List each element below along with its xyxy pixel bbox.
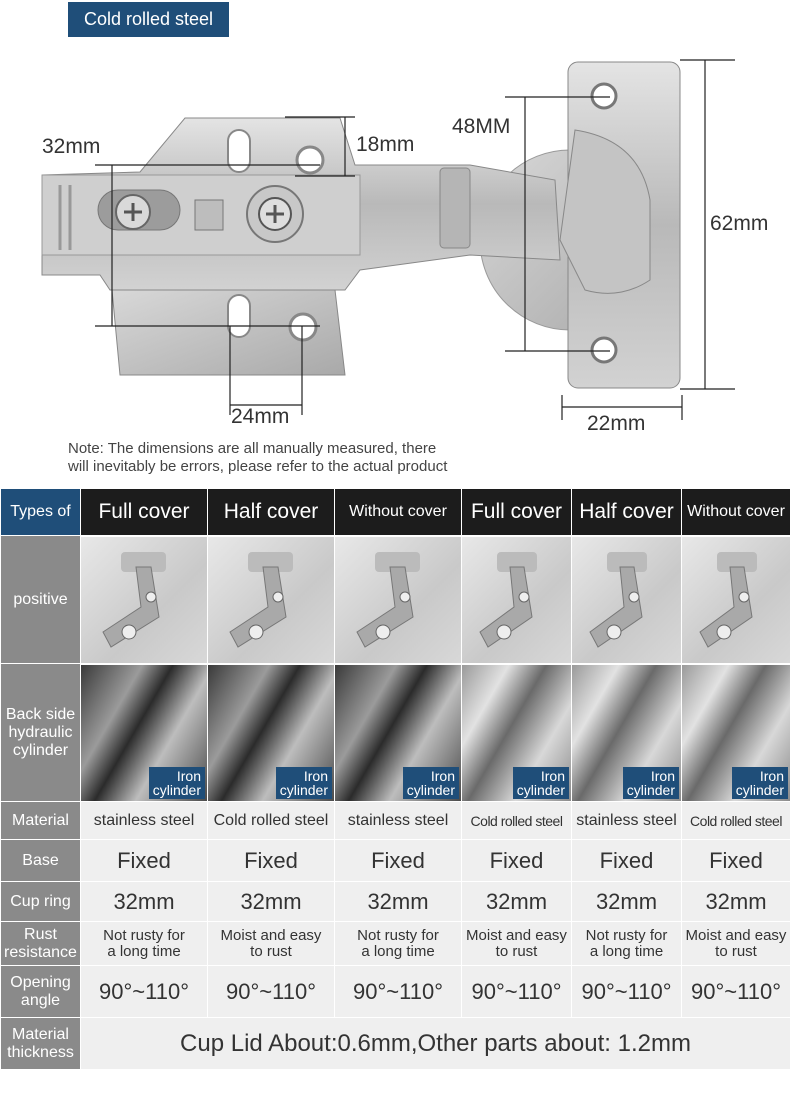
table-row-positive: positive bbox=[0, 535, 790, 664]
note-line-1: Note: The dimensions are all manually me… bbox=[68, 440, 437, 457]
angle-cell: 90°~110° bbox=[80, 965, 208, 1018]
hinge-front-photo bbox=[334, 535, 462, 664]
dim-plate-width: 22mm bbox=[587, 412, 646, 435]
column-header: Without cover bbox=[681, 488, 790, 536]
cup-ring-cell: 32mm bbox=[334, 881, 462, 922]
row-label-line: Material bbox=[12, 1025, 69, 1043]
row-label-rust: Rust resistance bbox=[0, 921, 81, 966]
material-cell: stainless steel bbox=[571, 801, 682, 840]
angle-cell: 90°~110° bbox=[681, 965, 790, 1018]
types-of-header: Types of bbox=[0, 488, 81, 536]
row-label-back-side: Back side hydraulic cylinder bbox=[0, 663, 81, 802]
angle-cell: 90°~110° bbox=[571, 965, 682, 1018]
column-header: Half cover bbox=[571, 488, 682, 536]
row-label-positive: positive bbox=[0, 535, 81, 664]
spec-table: Types of Full cover Half cover Without c… bbox=[0, 488, 790, 1070]
row-label-opening-angle: Opening angle bbox=[0, 965, 81, 1018]
material-cell: Cold rolled steel bbox=[681, 801, 790, 840]
base-cell: Fixed bbox=[681, 839, 790, 882]
row-label-material: Material bbox=[0, 801, 81, 840]
row-label-line: resistance bbox=[4, 943, 77, 961]
column-header: Without cover bbox=[334, 488, 462, 536]
angle-cell: 90°~110° bbox=[334, 965, 462, 1018]
base-cell: Fixed bbox=[571, 839, 682, 882]
material-cell: stainless steel bbox=[334, 801, 462, 840]
base-cell: Fixed bbox=[461, 839, 572, 882]
dim-cup-diameter: 32mm bbox=[42, 135, 101, 158]
hinge-front-photo bbox=[80, 535, 208, 664]
table-header-row: Types of Full cover Half cover Without c… bbox=[0, 488, 790, 536]
row-label-base: Base bbox=[0, 839, 81, 882]
column-header: Full cover bbox=[80, 488, 208, 536]
dim-hole-spacing: 24mm bbox=[231, 405, 290, 428]
row-label-line: thickness bbox=[7, 1043, 74, 1061]
thickness-value: Cup Lid About:0.6mm,Other parts about: 1… bbox=[80, 1017, 790, 1070]
dim-hole-height: 48MM bbox=[452, 115, 511, 138]
hinge-front-photo bbox=[571, 535, 682, 664]
row-label-thickness: Material thickness bbox=[0, 1017, 81, 1070]
cup-ring-cell: 32mm bbox=[80, 881, 208, 922]
column-header: Full cover bbox=[461, 488, 572, 536]
row-label-cup-ring: Cup ring bbox=[0, 881, 81, 922]
cup-ring-cell: 32mm bbox=[461, 881, 572, 922]
row-label-line: Opening bbox=[10, 973, 71, 991]
hinge-front-photo bbox=[681, 535, 790, 664]
measurement-note: Note: The dimensions are all manually me… bbox=[68, 440, 588, 476]
hinge-illustration bbox=[41, 59, 735, 420]
hinge-front-photo bbox=[461, 535, 572, 664]
column-header: Half cover bbox=[207, 488, 335, 536]
table-row-material: Material stainless steel Cold rolled ste… bbox=[0, 801, 790, 840]
angle-cell: 90°~110° bbox=[207, 965, 335, 1018]
base-cell: Fixed bbox=[334, 839, 462, 882]
row-label-line: Rust bbox=[24, 925, 57, 943]
row-label-line: angle bbox=[20, 991, 61, 1009]
material-badge: Cold rolled steel bbox=[68, 2, 229, 37]
table-row-cup-ring: Cup ring 32mm 32mm 32mm 32mm 32mm 32mm bbox=[0, 881, 790, 922]
base-cell: Fixed bbox=[207, 839, 335, 882]
cup-ring-cell: 32mm bbox=[207, 881, 335, 922]
material-cell: Cold rolled steel bbox=[207, 801, 335, 840]
row-label-line: hydraulic bbox=[8, 723, 73, 741]
dim-plate-height: 62mm bbox=[710, 212, 769, 235]
material-cell: Cold rolled steel bbox=[461, 801, 572, 840]
dim-depth: 18mm bbox=[356, 133, 415, 156]
table-row-base: Base Fixed Fixed Fixed Fixed Fixed Fixed bbox=[0, 839, 790, 882]
table-row-thickness: Material thickness Cup Lid About:0.6mm,O… bbox=[0, 1017, 790, 1070]
cup-ring-cell: 32mm bbox=[571, 881, 682, 922]
hinge-front-photo bbox=[207, 535, 335, 664]
hinge-diagram: 32mm 18mm 48MM 62mm 24mm 22mm bbox=[0, 40, 790, 440]
table-row-opening-angle: Opening angle 90°~110° 90°~110° 90°~110°… bbox=[0, 965, 790, 1018]
row-label-line: cylinder bbox=[12, 741, 69, 759]
base-cell: Fixed bbox=[80, 839, 208, 882]
angle-cell: 90°~110° bbox=[461, 965, 572, 1018]
row-label-line: Back side bbox=[5, 705, 76, 723]
material-cell: stainless steel bbox=[80, 801, 208, 840]
cup-ring-cell: 32mm bbox=[681, 881, 790, 922]
note-line-2: will inevitably be errors, please refer … bbox=[68, 458, 448, 475]
